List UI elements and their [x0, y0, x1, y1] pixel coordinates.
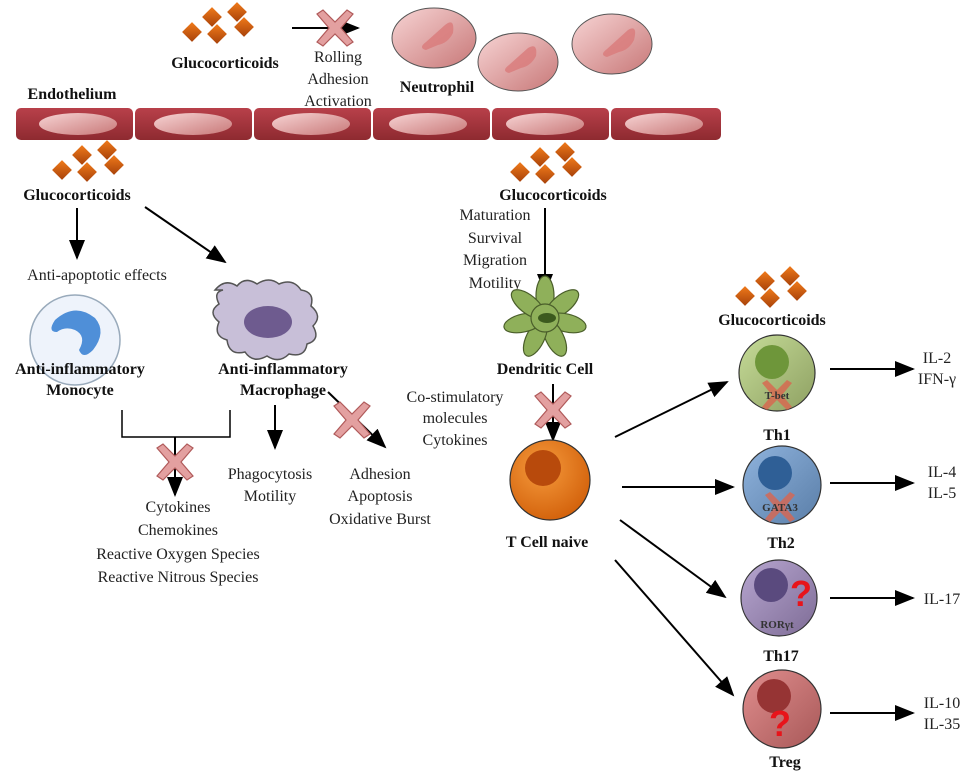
t-cell-naive — [509, 439, 591, 521]
th17-cytokine: IL-17 — [924, 591, 960, 608]
neutrophil-effect: Adhesion — [307, 71, 368, 88]
question-mark-icon: ? — [790, 573, 812, 614]
inhibition-x-icon — [333, 401, 371, 439]
treg-cytokine: IL-10 — [924, 695, 960, 712]
th1-cytokine: IL-2 — [923, 350, 951, 367]
macrophage-inhibited-effect: Adhesion — [349, 466, 410, 483]
treg-label: Treg — [769, 754, 800, 771]
treg-cytokine: IL-35 — [924, 716, 960, 733]
neutrophil-label: Neutrophil — [400, 79, 475, 96]
question-mark-icon: ? — [769, 703, 791, 744]
neutrophil-effect: Activation — [304, 93, 372, 110]
arrow-to-treg — [614, 559, 735, 697]
th2-cell — [742, 445, 822, 525]
bracket — [121, 410, 231, 438]
monocyte-label: Anti-inflammatory — [15, 361, 145, 378]
monocyte-label: Monocyte — [46, 382, 114, 399]
dendritic-cell — [503, 275, 587, 357]
macrophage-inhibited-effect: Oxidative Burst — [329, 511, 431, 528]
dc-effect: Maturation — [459, 207, 530, 224]
dc-effect: Motility — [469, 275, 521, 292]
inhibited-product: Reactive Oxygen Species — [96, 546, 260, 563]
costim-label: Co-stimulatory — [407, 389, 504, 406]
macrophage-label: Macrophage — [240, 382, 326, 399]
glucocorticoid-cluster-left — [52, 140, 124, 182]
macrophage-cell — [212, 279, 319, 361]
glucocorticoid-cluster-middle — [510, 142, 582, 184]
costim-label: Cytokines — [423, 432, 488, 449]
dc-effect: Survival — [468, 230, 523, 247]
inhibited-product: Chemokines — [138, 522, 218, 539]
endothelium-label: Endothelium — [28, 86, 118, 103]
dendritic-cell-label: Dendritic Cell — [497, 361, 594, 378]
inhibited-product: Cytokines — [146, 499, 211, 516]
th17-label: Th17 — [763, 648, 799, 665]
th1-cytokine: IFN-γ — [918, 371, 956, 388]
t-cell-naive-label: T Cell naive — [506, 534, 588, 551]
endothelium-layer — [16, 108, 721, 140]
th1-transcription-factor: T-bet — [765, 390, 790, 402]
glucocorticoids-label-top: Glucocorticoids — [171, 55, 279, 72]
th17-transcription-factor: RORγt — [760, 619, 794, 631]
macrophage-inhibited-effect: Apoptosis — [348, 488, 413, 505]
macrophage-label: Anti-inflammatory — [218, 361, 348, 378]
inhibited-product: Reactive Nitrous Species — [98, 569, 259, 586]
th2-label: Th2 — [767, 535, 795, 552]
costim-label: molecules — [423, 410, 488, 427]
macrophage-enhanced-effect: Motility — [244, 488, 296, 505]
treg-cell — [742, 669, 822, 749]
neutrophil-effect: Rolling — [314, 49, 362, 66]
th2-cytokine: IL-4 — [928, 464, 956, 481]
th2-transcription-factor: GATA3 — [762, 502, 798, 514]
monocyte-cell — [29, 294, 121, 386]
arrow-to-macrophage — [144, 206, 227, 264]
anti-apoptotic-label: Anti-apoptotic effects — [27, 267, 167, 284]
glucocorticoids-label-left: Glucocorticoids — [23, 187, 131, 204]
glucocorticoid-cluster-right — [735, 266, 807, 308]
macrophage-enhanced-effect: Phagocytosis — [228, 466, 312, 483]
arrow-to-th1 — [614, 381, 729, 438]
th17-cell — [740, 559, 818, 637]
th1-label: Th1 — [763, 427, 791, 444]
th1-cell — [738, 334, 816, 412]
glucocorticoid-cluster-top — [182, 2, 254, 44]
glucocorticoids-label-middle: Glucocorticoids — [499, 187, 607, 204]
dc-effect: Migration — [463, 252, 527, 269]
neutrophil-cells — [391, 7, 653, 92]
arrow-to-th17 — [619, 519, 727, 599]
th2-cytokine: IL-5 — [928, 485, 956, 502]
glucocorticoids-label-right: Glucocorticoids — [718, 312, 826, 329]
